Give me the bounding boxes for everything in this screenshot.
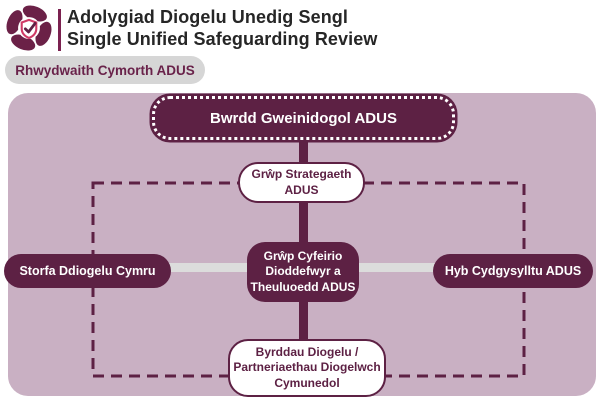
node-label: Hyb Cydgysylltu ADUS — [444, 264, 582, 278]
rose-shield-check-logo-icon — [4, 3, 54, 53]
node-label: Grŵp Cyfeirio — [263, 248, 343, 263]
node-label: ADUS — [284, 182, 319, 197]
logo-divider — [58, 9, 61, 51]
title-welsh: Adolygiad Diogelu Unedig Sengl — [67, 7, 349, 27]
node-safeguarding-boards: Byrddau Diogelu / Partneriaethau Diogelw… — [228, 339, 386, 397]
node-label: Storfa Ddiogelu Cymru — [19, 264, 156, 278]
network-tab[interactable]: Rhwydwaith Cymorth ADUS — [5, 56, 205, 84]
node-victims-referral-group: Grŵp Cyfeirio Dioddefwyr a Theuluoedd AD… — [247, 242, 359, 302]
node-label: Partneriaethau Diogelwch — [233, 360, 381, 375]
node-label: Byrddau Diogelu / — [255, 344, 359, 359]
node-label: Cymunedol — [274, 375, 340, 390]
diagram-panel: Bwrdd Gweinidogol ADUS Grŵp Strategaeth … — [4, 93, 596, 397]
node-label: Bwrdd Gweinidogol ADUS — [210, 109, 397, 127]
check-icon — [23, 22, 37, 34]
node-strategy-group: Grŵp Strategaeth ADUS — [238, 162, 365, 203]
title-english: Single Unified Safeguarding Review — [67, 29, 378, 49]
app-header: Adolygiad Diogelu Unedig Sengl Single Un… — [0, 0, 602, 56]
node-label: Grŵp Strategaeth — [251, 166, 352, 181]
node-wales-repository: Storfa Ddiogelu Cymru — [4, 254, 171, 288]
node-coordination-hub: Hyb Cydgysylltu ADUS — [433, 254, 593, 288]
node-ministerial-board: Bwrdd Gweinidogol ADUS — [152, 96, 455, 140]
node-label: Theuluoedd ADUS — [250, 279, 356, 294]
node-label: Dioddefwyr a — [265, 264, 341, 279]
